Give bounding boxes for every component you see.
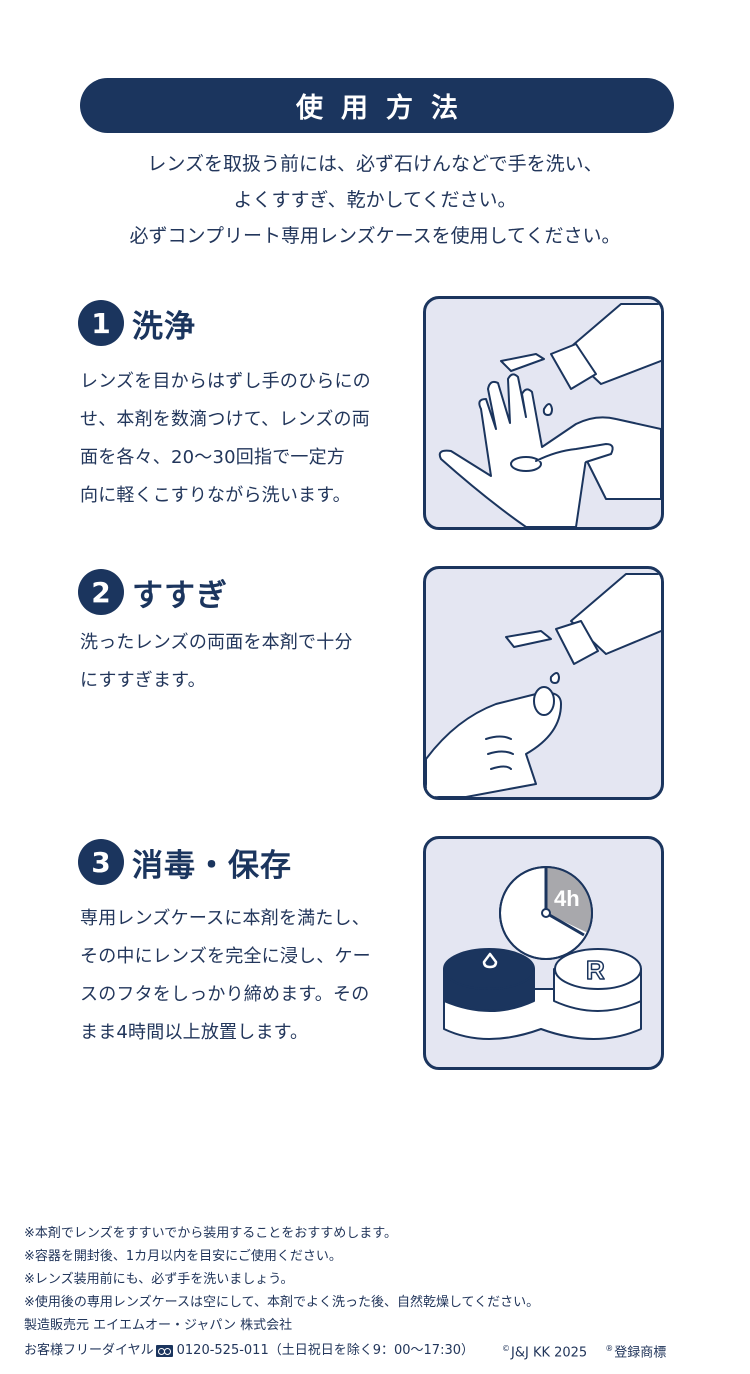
step-line: スのフタをしっかり締めます。その [80,984,370,1005]
step-2-illustration [423,566,664,800]
page-title: 使用方法 [296,93,476,124]
step-number-badge: 2 [78,569,124,615]
intro-line: よくすすぎ、乾かしてください。 [233,189,517,211]
trademark-text: 登録商標 [614,1345,667,1361]
note: ※使用後の専用レンズケースは空にして、本剤でよく洗った後、自然乾燥してください。 [24,1295,540,1310]
hands-washing-icon [438,303,661,527]
rinsing-lens-icon [426,573,661,797]
step-2-heading: 2 すすぎ [78,569,228,615]
svg-text:R: R [586,955,605,985]
step-line: 向に軽くこすりながら洗います。 [80,485,351,506]
svg-text:4h: 4h [554,886,580,911]
step-line: 洗ったレンズの両面を本剤で十分 [80,632,353,653]
header-banner: 使用方法 [80,78,674,133]
copyright-mark: © [502,1344,510,1353]
footnotes: ※本剤でレンズをすすいでから装用することをおすすめします。 ※容器を開封後、1カ… [24,1222,666,1364]
copyright: ©J&J KK 2025 [502,1337,587,1364]
note: ※レンズ装用前にも、必ず手を洗いましょう。 [24,1272,294,1287]
intro-line: 必ずコンプリート専用レンズケースを使用してください。 [129,225,621,247]
step-line: にすすぎます。 [80,670,206,691]
lens-case-clock-icon: 4h R [443,866,642,1040]
note: ※容器を開封後、1カ月以内を目安にご使用ください。 [24,1249,342,1264]
intro-line: レンズを取扱う前には、必ず石けんなどで手を洗い、 [147,153,603,175]
step-line: まま4時間以上放置します。 [80,1022,309,1043]
intro-text: レンズを取扱う前には、必ず石けんなどで手を洗い、 よくすすぎ、乾かしてください。… [0,146,750,254]
phone-number[interactable]: 0120-525-011（土日祝日を除く9：00〜17:30） [176,1343,474,1359]
manufacturer: 製造販売元 エイエムオー・ジャパン 株式会社 [24,1318,293,1333]
step-line: その中にレンズを完全に浸し、ケー [80,946,371,967]
step-title: 消毒・保存 [132,847,292,884]
copyright-text: J&J KK 2025 [511,1345,588,1361]
step-3-description: 専用レンズケースに本剤を満たし、 その中にレンズを完全に浸し、ケー スのフタをし… [80,900,410,1052]
step-3-illustration: 4h R [423,836,664,1070]
free-dial-icon [155,1344,173,1357]
step-line: せ、本剤を数滴つけて、レンズの両 [80,409,370,430]
step-number-badge: 1 [78,300,124,346]
step-title: 洗浄 [132,308,196,345]
step-line: 面を各々、20〜30回指で一定方 [80,447,346,468]
step-3-heading: 3 消毒・保存 [78,839,292,885]
step-number-badge: 3 [78,839,124,885]
hotline-label: お客様フリーダイヤル [24,1343,154,1359]
step-1-description: レンズを目からはずし手のひらにの せ、本剤を数滴つけて、レンズの両 面を各々、2… [80,363,410,515]
step-title: すすぎ [132,577,228,614]
trademark: ®登録商標 [605,1337,666,1364]
step-line: レンズを目からはずし手のひらにの [80,371,371,392]
trademark-mark: ® [605,1344,614,1353]
step-1-heading: 1 洗浄 [78,300,196,346]
step-1-illustration [423,296,664,530]
note: ※本剤でレンズをすすいでから装用することをおすすめします。 [24,1226,397,1241]
step-line: 専用レンズケースに本剤を満たし、 [80,908,370,929]
hotline-row: お客様フリーダイヤル 0120-525-011（土日祝日を除く9：00〜17:3… [24,1337,666,1364]
step-2-description: 洗ったレンズの両面を本剤で十分 にすすぎます。 [80,624,410,700]
